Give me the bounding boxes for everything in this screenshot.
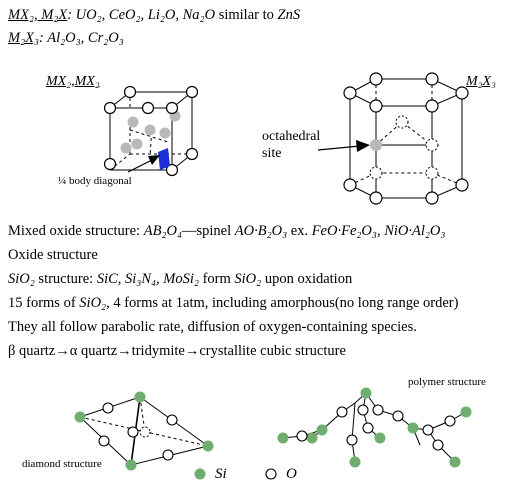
formula-sio2-2: SiO₂ <box>234 271 262 287</box>
header-line-1: MX₂, M₂X: UO₂, CeO₂, Li₂O, Na₂O similar … <box>8 6 300 24</box>
text-amorphous: , 4 forms at 1atm, including amorphous(n… <box>106 295 459 311</box>
legend-o-marker <box>265 468 277 480</box>
arrow-shaft <box>127 159 153 173</box>
si-atom <box>134 391 146 403</box>
site-label: site <box>262 146 282 161</box>
formula-zns: ZnS <box>277 7 301 23</box>
legend-o-label: O <box>286 466 297 482</box>
text-spinel: —spinel <box>182 223 235 239</box>
text-oxidation: upon oxidation <box>261 271 353 287</box>
oxide-structure-line: Oxide structure <box>8 247 98 263</box>
sio2-structure-line: SiO₂ structure: SiC, Si₃N₄, MoSi₂ form S… <box>8 270 352 288</box>
si-atom <box>74 411 86 423</box>
legend-si-marker <box>194 468 206 480</box>
body-diagonal-label: ¼ body diagonal <box>58 175 132 187</box>
left-structure-label: MX₂,MX₂ <box>46 74 100 89</box>
text-mixed-oxide: Mixed oxide structure: <box>8 223 144 239</box>
octahedral-label: octahedral <box>262 129 321 144</box>
formula-mx2-m2x: MX₂, M₂X <box>8 7 68 23</box>
si-atom <box>125 459 137 471</box>
grey-atom <box>131 138 143 150</box>
grey-atom <box>120 142 132 154</box>
text-structure: structure: <box>34 271 97 287</box>
si-atom <box>202 440 214 452</box>
diamond-structure-label: diamond structure <box>22 458 102 470</box>
formula-list: SiC, Si₃N₄, MoSi₂ <box>96 271 199 287</box>
mixed-oxide-line: Mixed oxide structure: AB₂O₄—spinel AO·B… <box>8 222 445 240</box>
grey-atom <box>127 116 139 128</box>
formula-ab2o4: AB₂O₄ <box>143 223 182 239</box>
oxide-list-1: : UO₂, CeO₂, Li₂O, Na₂O <box>67 7 216 23</box>
similar-to-text: similar to <box>215 7 278 23</box>
text-15-forms: 15 forms of <box>8 295 80 311</box>
formula-m2x3: M₂X₃ <box>8 30 40 46</box>
formula-sio2: SiO₂ <box>8 271 35 287</box>
formula-sio2-3: SiO₂ <box>79 295 107 311</box>
prism-atoms <box>343 72 469 205</box>
blue-tetrahedron-face <box>158 148 170 170</box>
grey-atom <box>159 127 171 139</box>
formula-examples: FeO·Fe₂O₃, NiO·Al₂O₃ <box>311 223 446 239</box>
grey-atom <box>144 124 156 136</box>
text-form: form <box>198 271 235 287</box>
forms-line: 15 forms of SiO₂, 4 forms at 1atm, inclu… <box>8 294 458 312</box>
text-ex: ex. <box>287 223 312 239</box>
legend-si-label: Si <box>215 466 227 482</box>
right-structure-label: M₂X₃ <box>466 74 496 89</box>
formula-ao-b2o3: AO·B₂O₃ <box>234 223 288 239</box>
quartz-sequence-line: β quartz→α quartz→tridymite→crystallite … <box>8 343 346 359</box>
oxide-list-2: : Al₂O₃, Cr₂O₃ <box>39 30 124 46</box>
octahedral-site-atom <box>370 139 382 151</box>
parabolic-line: They all follow parabolic rate, diffusio… <box>8 319 417 335</box>
anion-atoms <box>103 85 199 177</box>
polymer-structure-label: polymer structure <box>408 376 486 388</box>
arrow-head <box>148 155 160 165</box>
header-line-2: M₂X₃: Al₂O₃, Cr₂O₃ <box>8 29 124 47</box>
